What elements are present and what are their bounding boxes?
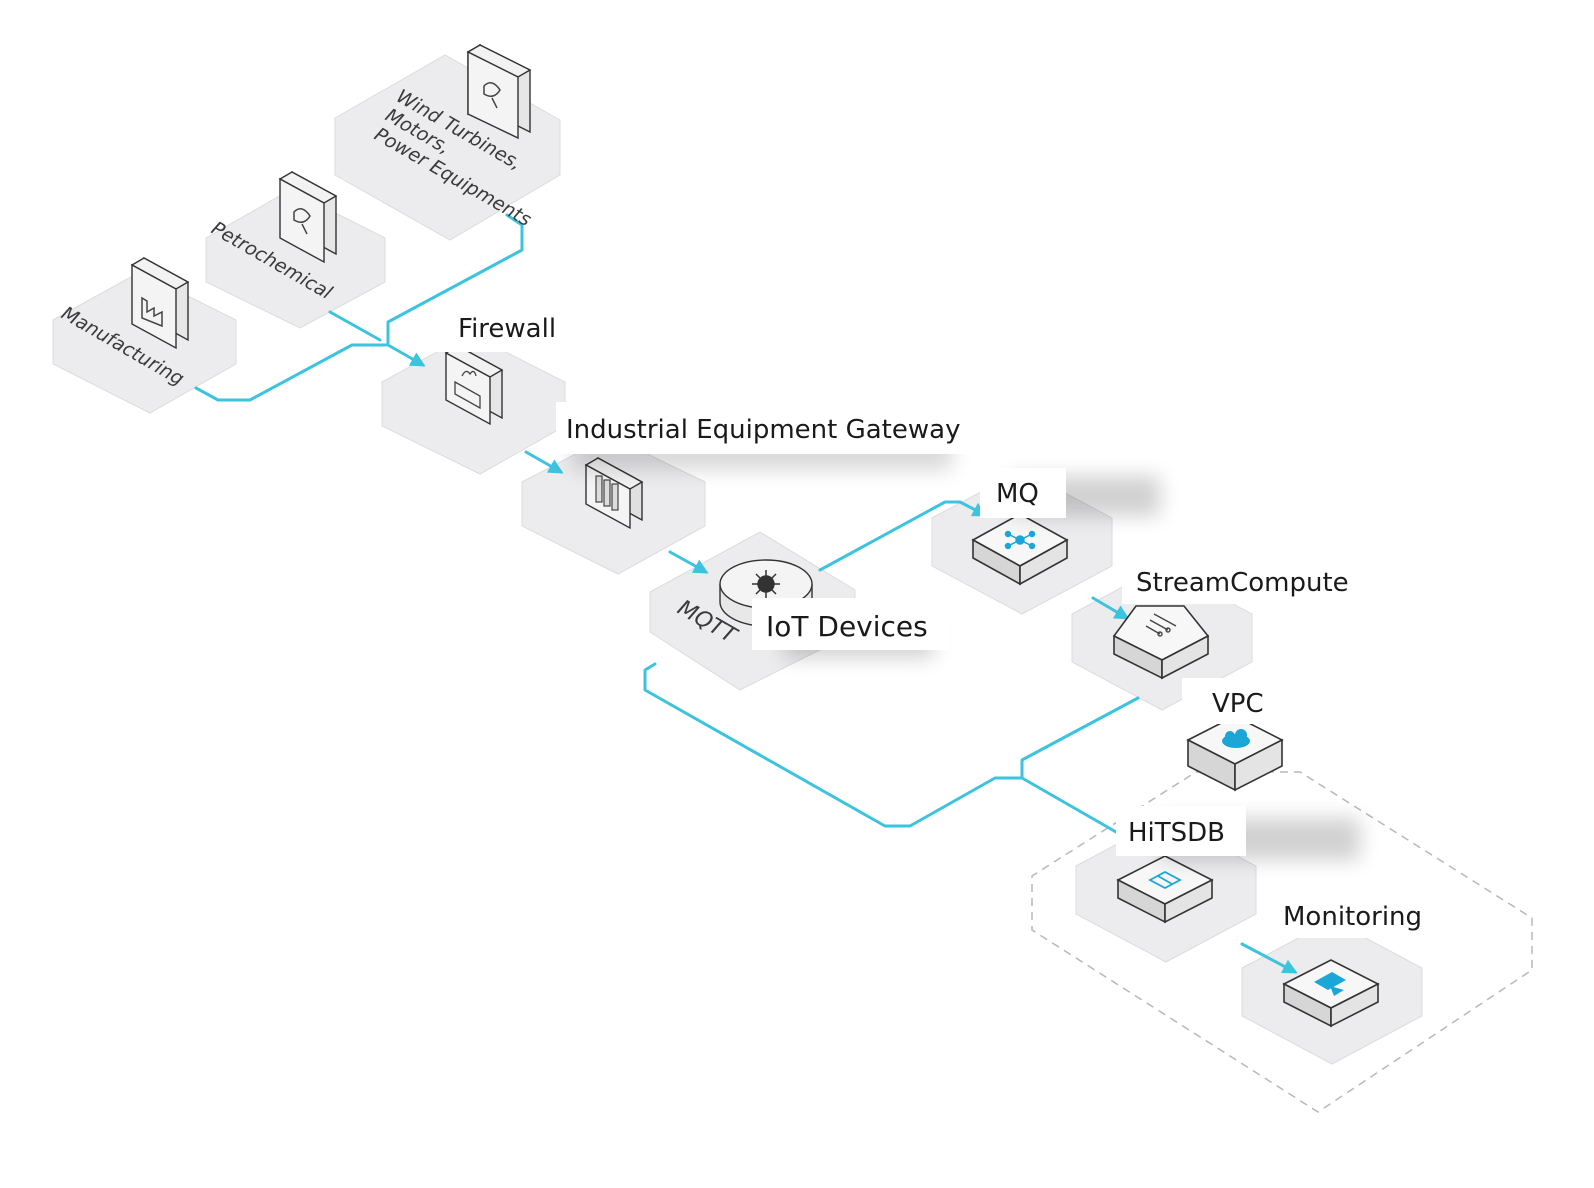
flow-hitsdb-to-monitoring bbox=[1240, 942, 1298, 974]
card-monitoring: Monitoring bbox=[1268, 890, 1466, 938]
server-rack-icon bbox=[595, 475, 619, 511]
flow-mq-to-stream bbox=[1091, 596, 1130, 620]
device-vpc bbox=[1186, 715, 1284, 792]
flow-iot-to-hitsdb bbox=[643, 662, 1133, 842]
label-cards: Firewall Industrial Equipment Gateway MQ… bbox=[436, 302, 1466, 938]
virus-hub-icon bbox=[752, 570, 780, 598]
flow-stream-to-hitsdb bbox=[1020, 696, 1140, 780]
card-mq: MQ bbox=[980, 468, 1160, 518]
flow-gateway-to-iot bbox=[668, 550, 709, 574]
device-mq bbox=[971, 513, 1069, 586]
label-gateway: Industrial Equipment Gateway bbox=[566, 415, 960, 445]
cloud-icon bbox=[1222, 729, 1250, 748]
label-hitsdb: HiTSDB bbox=[1128, 818, 1225, 848]
device-hitsdb bbox=[1116, 855, 1214, 924]
device-stream bbox=[1112, 605, 1210, 680]
card-gateway: Industrial Equipment Gateway bbox=[556, 402, 986, 470]
label-vpc: VPC bbox=[1212, 689, 1264, 719]
device-wind-cabinet bbox=[466, 43, 532, 140]
card-stream: StreamCompute bbox=[1122, 558, 1372, 604]
flow-iot-to-mq bbox=[818, 500, 988, 572]
message-network-icon bbox=[1004, 530, 1036, 550]
label-firewall: Firewall bbox=[458, 314, 556, 344]
database-chip-icon bbox=[1148, 870, 1182, 890]
brick-wall-fire-icon bbox=[454, 370, 481, 410]
flow-wind-to-firewall bbox=[386, 213, 524, 367]
vpc-group-boundary bbox=[1031, 771, 1533, 1113]
device-monitoring bbox=[1282, 959, 1380, 1028]
card-firewall: Firewall bbox=[436, 302, 568, 352]
flow-firewall-to-gateway bbox=[524, 450, 564, 474]
card-hitsdb: HiTSDB bbox=[1116, 806, 1360, 860]
device-petro-cabinet bbox=[278, 170, 338, 264]
device-manufacturing-cabinet bbox=[130, 256, 190, 350]
device-firewall bbox=[444, 344, 504, 426]
circuit-icon bbox=[1145, 613, 1177, 637]
monitor-icon bbox=[1314, 972, 1346, 996]
card-vpc: VPC bbox=[1182, 678, 1288, 724]
factory-icon bbox=[141, 296, 163, 328]
card-iot: IoT Devices bbox=[752, 598, 950, 658]
flow-petro-to-firewall bbox=[328, 310, 382, 342]
label-mq: MQ bbox=[996, 479, 1039, 509]
label-monitoring: Monitoring bbox=[1283, 902, 1422, 932]
flow-manufacturing-to-firewall bbox=[194, 343, 388, 402]
satellite-dish-icon bbox=[293, 208, 311, 235]
flow-lines bbox=[194, 213, 1298, 974]
label-stream: StreamCompute bbox=[1136, 568, 1349, 598]
satellite-dish-icon bbox=[483, 82, 501, 109]
label-iot: IoT Devices bbox=[766, 610, 928, 643]
